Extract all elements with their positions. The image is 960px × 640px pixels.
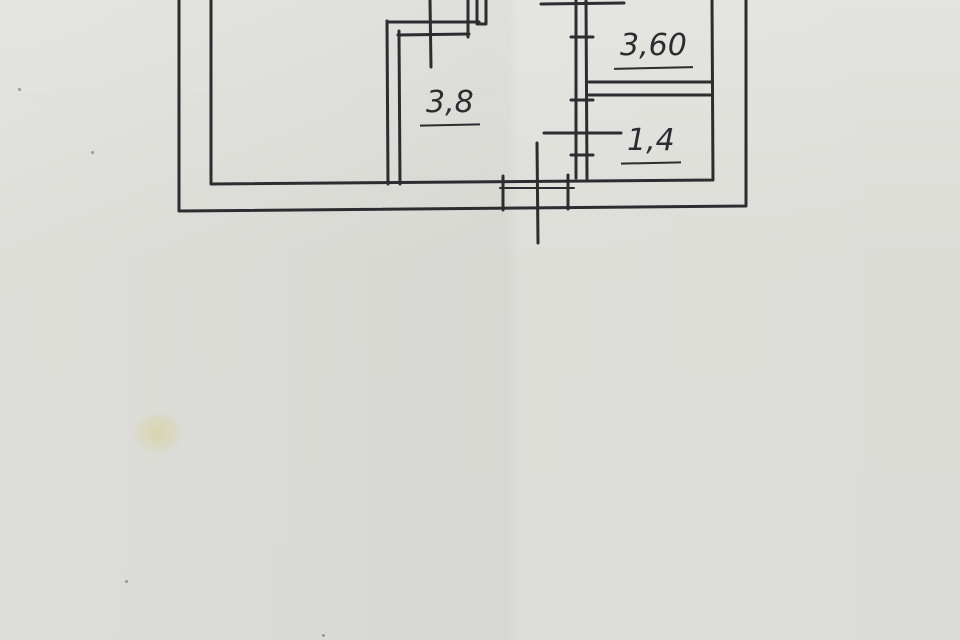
outer-wall	[177, 0, 748, 213]
paper-speck	[322, 634, 325, 637]
room-area-label: 3,60	[620, 28, 687, 63]
room-area-label: 1,4	[627, 123, 675, 158]
paper-speck	[91, 151, 94, 154]
room-area-label: 3,8	[426, 85, 474, 120]
inner-wall	[209, 0, 715, 186]
paper-speck	[18, 88, 21, 91]
partition-wall	[397, 29, 402, 186]
partition-wall	[385, 19, 390, 186]
paper-speck	[125, 580, 128, 583]
paper-stain	[135, 414, 181, 452]
door-opening-line	[539, 1, 626, 6]
axis-line	[535, 141, 540, 245]
partition-wall	[584, 0, 589, 181]
paper-fold-horizontal	[0, 94, 960, 97]
door-jamb	[475, 0, 488, 26]
partition-wall	[396, 32, 471, 37]
paper-fold-vertical	[508, 0, 511, 640]
dimension-tick	[428, 0, 433, 69]
